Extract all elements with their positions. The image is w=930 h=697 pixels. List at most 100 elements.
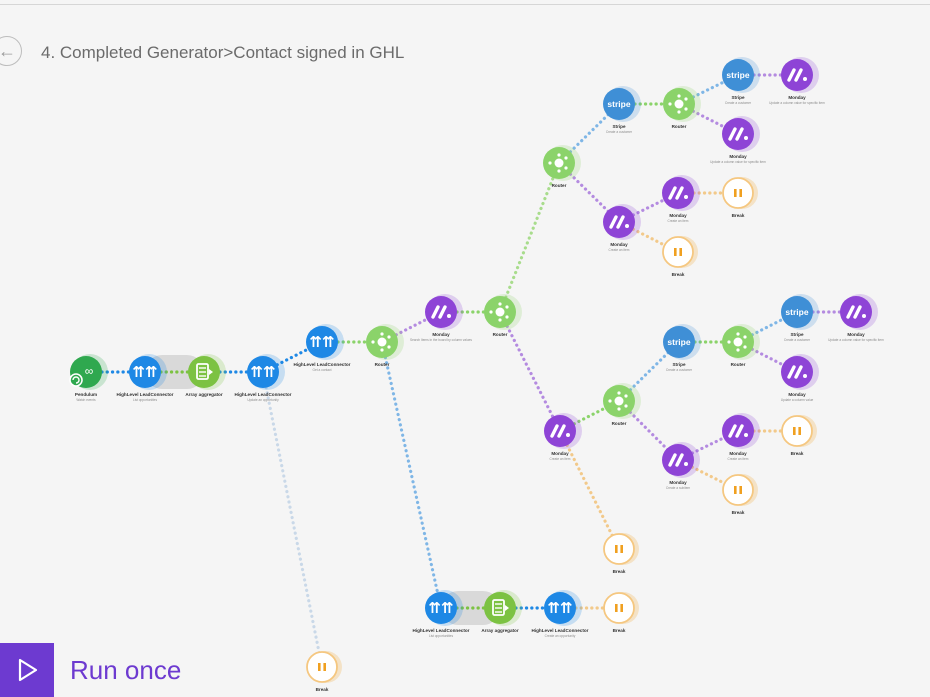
module-b6[interactable]: Break: [603, 592, 639, 633]
module-sublabel: Watch events: [76, 398, 96, 402]
pause-icon: [674, 248, 682, 256]
module-label: HighLevel LeadConnector: [235, 392, 292, 397]
module-circle[interactable]: [306, 326, 338, 358]
module-circle[interactable]: [603, 533, 635, 565]
module-label: Break: [613, 628, 626, 633]
module-label: Router: [375, 362, 390, 367]
module-label: Router: [672, 124, 687, 129]
monday-icon: [550, 424, 570, 438]
aggregator-group: [441, 591, 500, 625]
module-circle[interactable]: [603, 592, 635, 624]
module-circle[interactable]: [781, 296, 813, 328]
module-label: Monday: [669, 480, 687, 485]
module-label: Break: [613, 569, 626, 574]
module-label: Break: [732, 510, 745, 515]
connection-line[interactable]: [498, 310, 562, 433]
module-sublabel: Search Items in the board by column valu…: [410, 338, 472, 342]
module-circle[interactable]: [544, 592, 576, 624]
module-sublabel: Create a customer: [784, 338, 811, 342]
module-circle[interactable]: [603, 88, 635, 120]
module-circle[interactable]: [129, 356, 161, 388]
connection-line[interactable]: [380, 340, 443, 610]
connection-line[interactable]: [558, 429, 621, 551]
module-label: Monday: [729, 154, 747, 159]
pause-icon: [318, 663, 326, 671]
module-sublabel: List opportunities: [133, 398, 158, 402]
top-divider: [0, 4, 930, 5]
module-sublabel: Update an opportunity: [247, 398, 279, 402]
router-icon: [727, 332, 747, 352]
module-label: Stripe: [672, 362, 685, 367]
module-circle[interactable]: [247, 356, 279, 388]
upload-arrows-icon: ⇈⇈: [132, 363, 157, 381]
module-circle[interactable]: [425, 592, 457, 624]
module-circle[interactable]: [306, 651, 338, 683]
module-label: Monday: [610, 242, 628, 247]
pause-icon: [734, 189, 742, 197]
module-label: Monday: [729, 451, 747, 456]
module-b5[interactable]: Break: [603, 533, 639, 574]
module-label: Router: [731, 362, 746, 367]
run-once-button[interactable]: [0, 643, 54, 697]
module-sublabel: Create an item: [609, 248, 630, 252]
monday-icon: [728, 424, 748, 438]
module-sublabel: Update a column value for specific item: [769, 101, 825, 105]
module-r6[interactable]: Router: [722, 324, 760, 367]
module-agg2[interactable]: Array aggregator: [481, 590, 522, 633]
module-label: Stripe: [731, 95, 744, 100]
module-circle[interactable]: [722, 59, 754, 91]
module-b1[interactable]: Break: [722, 177, 758, 218]
module-label: Break: [672, 272, 685, 277]
module-circle[interactable]: [722, 474, 754, 506]
stripe-logo-icon: stripe: [607, 99, 630, 109]
module-r4[interactable]: Router: [663, 86, 701, 129]
module-r3[interactable]: Router: [543, 145, 581, 188]
page-title: 4. Completed Generator>Contact signed in…: [41, 43, 405, 62]
router-icon: [371, 332, 391, 352]
module-circle[interactable]: [663, 326, 695, 358]
module-b3[interactable]: Break: [781, 415, 817, 456]
module-circle[interactable]: [662, 236, 694, 268]
connection-line[interactable]: [261, 370, 324, 669]
module-circle[interactable]: [781, 415, 813, 447]
module-r1[interactable]: Router: [366, 324, 404, 367]
module-r2[interactable]: Router: [484, 294, 522, 337]
monday-icon: [431, 305, 451, 319]
module-circle[interactable]: [722, 177, 754, 209]
run-once-control[interactable]: Run once: [0, 643, 181, 697]
aggregator-group: [145, 355, 204, 389]
module-sublabel: List opportunities: [429, 634, 454, 638]
module-b4[interactable]: Break: [722, 474, 758, 515]
module-agg1[interactable]: Array aggregator: [185, 354, 226, 397]
module-label: HighLevel LeadConnector: [413, 628, 470, 633]
module-r5[interactable]: Router: [603, 383, 641, 426]
module-label: Stripe: [612, 124, 625, 129]
connection-line[interactable]: [498, 161, 561, 314]
module-b2[interactable]: Break: [662, 236, 698, 277]
module-label: Router: [612, 421, 627, 426]
router-icon: [489, 302, 509, 322]
router-icon: [668, 94, 688, 114]
module-b7[interactable]: Break: [306, 651, 342, 692]
